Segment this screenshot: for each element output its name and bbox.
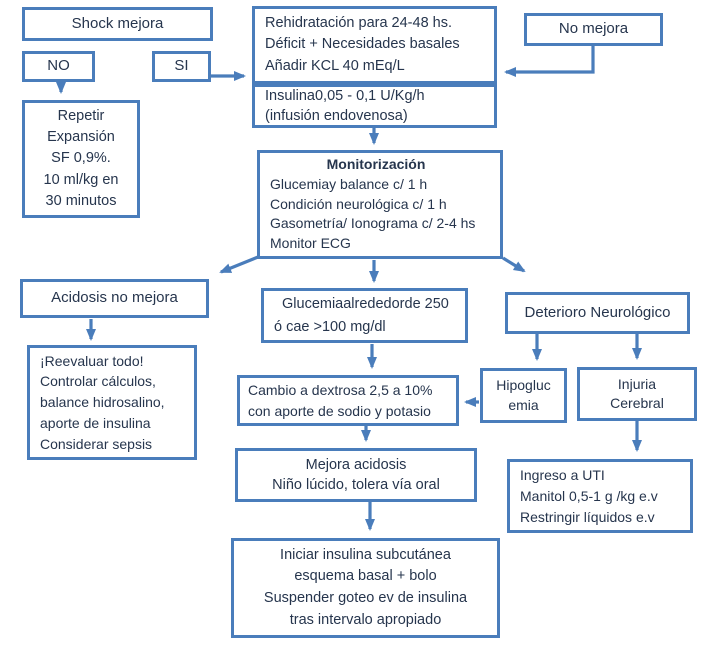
node-acidosis-no-mejora: Acidosis no mejora <box>20 279 209 318</box>
text-line: Repetir <box>57 108 105 125</box>
text-line: Monitor ECG <box>270 235 351 252</box>
text-line: Cerebral <box>610 395 664 411</box>
text-line: Considerar sepsis <box>40 435 153 452</box>
connector-monitorizacion-to-acidosis <box>219 255 259 274</box>
text-line: SF 0,9%. <box>51 150 111 167</box>
node-rehidratacion: Rehidratación para 24-48 hs. Déficit + N… <box>252 6 497 84</box>
node-glucemia-250: Glucemiaalrededorde 250 ó cae >100 mg/dl <box>261 288 468 343</box>
connector-nomejora-to-rehidratacion <box>504 46 595 77</box>
text-line: 10 ml/kg en <box>43 171 119 188</box>
text-line: Cambio a dextrosa 2,5 a 10% <box>248 381 433 398</box>
text-line: tras intervalo apropiado <box>289 611 442 628</box>
text-line: Manitol 0,5-1 g /kg e.v <box>520 487 658 504</box>
text-line: ¡Reevaluar todo! <box>40 352 144 369</box>
text-line: con aporte de sodio y potasio <box>248 402 431 419</box>
text-line: Hipogluc <box>496 377 551 394</box>
text-line: 30 minutos <box>45 192 117 209</box>
text-line: emia <box>508 396 539 413</box>
node-insulina: Insulina0,05 - 0,1 U/Kg/h (infusión endo… <box>252 84 497 128</box>
node-repetir-expansion: Repetir Expansión SF 0,9%. 10 ml/kg en 3… <box>22 100 140 218</box>
text-line: SI <box>174 57 189 75</box>
text-line: Añadir KCL 40 mEq/L <box>265 57 405 74</box>
text-line: balance hidrosalino, <box>40 394 165 411</box>
text-line: Shock mejora <box>71 14 164 32</box>
node-reevaluar-todo: ¡Reevaluar todo! Controlar cálculos, bal… <box>27 345 197 460</box>
text-line: Ingreso a UTI <box>520 466 605 483</box>
text-line: Insulina0,05 - 0,1 U/Kg/h <box>265 88 425 104</box>
text-line: Mejora acidosis <box>305 457 407 473</box>
text-line: Acidosis no mejora <box>51 289 178 307</box>
node-cambio-dextrosa: Cambio a dextrosa 2,5 a 10% con aporte d… <box>237 375 459 426</box>
text-line: esquema basal + bolo <box>294 568 437 585</box>
node-title: Monitorización <box>326 155 426 172</box>
node-mejora-acidosis: Mejora acidosis Niño lúcido, tolera vía … <box>235 448 477 502</box>
text-line: NO <box>47 57 70 75</box>
text-line: Controlar cálculos, <box>40 373 156 390</box>
text-line: aporte de insulina <box>40 414 151 431</box>
node-no: NO <box>22 51 95 82</box>
node-no-mejora: No mejora <box>524 13 663 46</box>
node-injuria-cerebral: Injuria Cerebral <box>577 367 697 421</box>
text-line: Expansión <box>47 129 115 146</box>
text-line: Niño lúcido, tolera vía oral <box>272 477 440 493</box>
text-line: Condición neurológica c/ 1 h <box>270 195 447 212</box>
text-line: Iniciar insulina subcutánea <box>280 546 451 563</box>
text-line: Déficit + Necesidades basales <box>265 36 460 53</box>
text-line: Rehidratación para 24-48 hs. <box>265 15 453 32</box>
text-line: (infusión endovenosa) <box>265 108 408 124</box>
text-line: Glucemiay balance c/ 1 h <box>270 175 428 192</box>
text-line: ó cae >100 mg/dl <box>274 318 386 335</box>
node-shock-mejora: Shock mejora <box>22 7 213 41</box>
node-hipoglucemia: Hipogluc emia <box>480 368 567 423</box>
node-ingreso-uti: Ingreso a UTI Manitol 0,5-1 g /kg e.v Re… <box>507 459 693 533</box>
node-si: SI <box>152 51 211 82</box>
node-iniciar-insulina-subcutanea: Iniciar insulina subcutánea esquema basa… <box>231 538 500 638</box>
node-monitorizacion: Monitorización Glucemiay balance c/ 1 h … <box>257 150 503 259</box>
text-line: Suspender goteo ev de insulina <box>263 590 468 606</box>
text-line: Deterioro Neurológico <box>524 303 671 321</box>
connector-monitorizacion-to-deterioro <box>502 256 526 273</box>
text-line: Restringir líquidos e.v <box>520 508 655 525</box>
text-line: Injuria <box>617 375 657 392</box>
node-deterioro-neurologico: Deterioro Neurológico <box>505 292 690 334</box>
text-line: No mejora <box>558 20 629 38</box>
text-line: Gasometría/ Ionograma c/ 2-4 hs <box>270 215 476 232</box>
text-line: Glucemiaalrededorde 250 <box>282 296 449 313</box>
